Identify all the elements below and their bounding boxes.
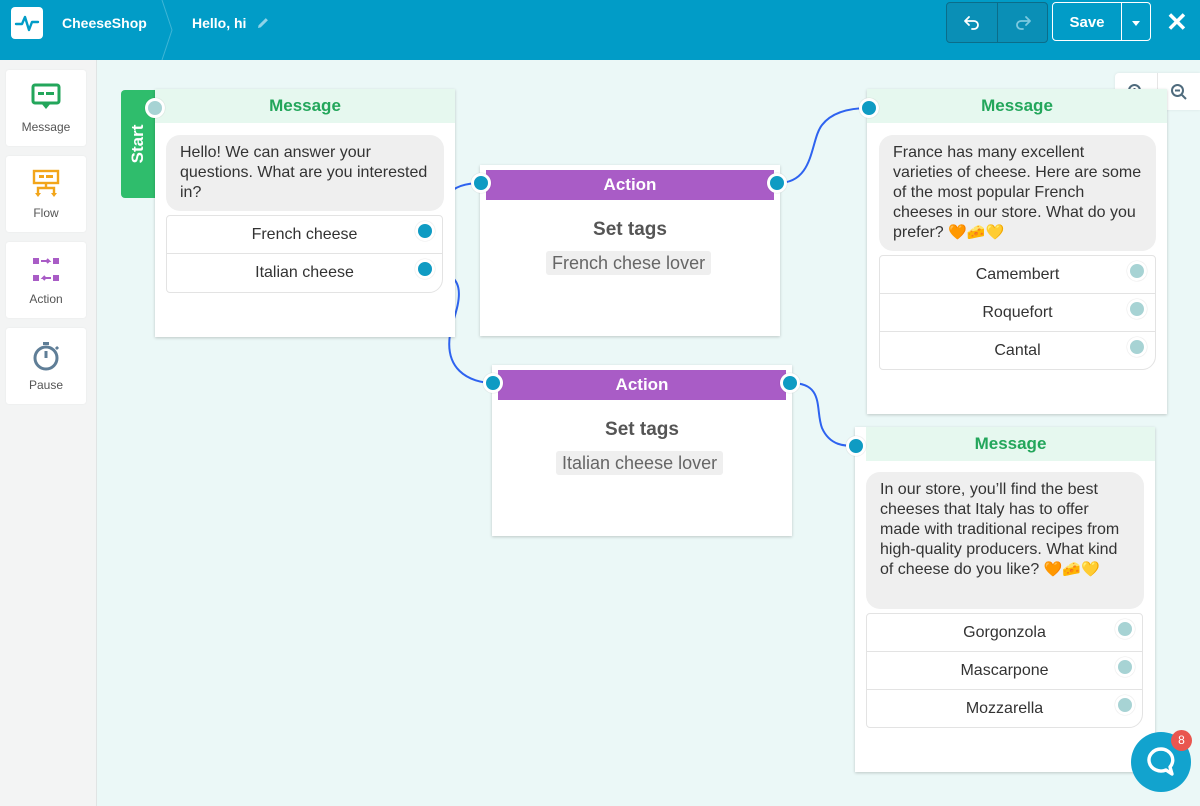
app-name[interactable]: CheeseShop (62, 15, 147, 31)
history-button-group (946, 2, 1048, 43)
node-title: Message (867, 89, 1167, 123)
start-label: Start (128, 124, 147, 164)
toolbox-action[interactable]: Action (6, 242, 86, 318)
reply-output-port[interactable] (1115, 657, 1135, 677)
reply-output-port[interactable] (1127, 299, 1147, 319)
save-options-dropdown[interactable] (1121, 2, 1151, 41)
toolbox-message[interactable]: Message (6, 70, 86, 146)
tag-chip[interactable]: French chese lover (546, 251, 712, 275)
redo-button[interactable] (998, 3, 1047, 42)
message-node-france[interactable]: Message France has many excellent variet… (867, 89, 1167, 414)
reply-output-port[interactable] (1127, 337, 1147, 357)
connection-action-french-to-france (777, 107, 870, 184)
message-text: France has many excellent varieties of c… (893, 144, 1142, 241)
toolbox-flow-label: Flow (33, 206, 59, 220)
reply-output-port[interactable] (1115, 695, 1135, 715)
toolbox-pause-label: Pause (28, 378, 64, 392)
node-title: Action (498, 370, 786, 400)
emoji-reactions: 🧡🧀💛 (1043, 561, 1100, 578)
node-input-port[interactable] (483, 373, 503, 393)
reply-button-cantal[interactable]: Cantal (994, 342, 1041, 359)
action-icon (33, 258, 59, 281)
emoji-reactions: 🧡🧀💛 (948, 224, 1005, 241)
message-text: In our store, you’ll find the best chees… (880, 481, 1120, 578)
quick-replies: Gorgonzola Mascarpone Mozzarella (866, 613, 1143, 728)
reply-button-roquefort[interactable]: Roquefort (880, 294, 1155, 332)
reply-button-mozzarella[interactable]: Mozzarella (965, 700, 1044, 717)
reply-button-mascarpone[interactable]: Mascarpone (867, 652, 1142, 690)
undo-button[interactable] (947, 3, 998, 42)
redo-icon (1016, 16, 1031, 30)
reply-button-gorgonzola[interactable]: Gorgonzola (867, 614, 1142, 652)
reply-output-port[interactable] (1115, 619, 1135, 639)
action-node-italian[interactable]: Action Set tags Italian cheese lover (492, 365, 792, 536)
quick-replies: Camembert Roquefort Cantal (879, 255, 1156, 370)
chat-widget-button[interactable] (1131, 732, 1191, 792)
tag-chip[interactable]: Italian cheese lover (556, 451, 724, 475)
node-title: Message (866, 427, 1155, 461)
action-heading: Set tags (593, 219, 667, 240)
stopwatch-icon (33, 342, 60, 371)
node-output-port[interactable] (767, 173, 787, 193)
undo-icon (964, 16, 979, 30)
toolbox-flow[interactable]: Flow (6, 156, 86, 232)
unread-badge: 8 (1171, 730, 1192, 751)
zoom-out-icon (1171, 84, 1187, 100)
node-input-port[interactable] (846, 436, 866, 456)
action-node-french[interactable]: Action Set tags French chese lover (480, 165, 780, 336)
message-node-italy[interactable]: Message In our store, you’ll find the be… (855, 427, 1155, 772)
reply-output-port[interactable] (415, 221, 435, 241)
close-icon[interactable]: ✕ (1166, 7, 1188, 37)
action-heading: Set tags (605, 419, 679, 440)
reply-button-camembert[interactable]: Camembert (880, 256, 1155, 294)
node-title: Action (486, 170, 774, 200)
flow-icon (32, 169, 60, 197)
node-toolbox-sidebar: Message Flow Action Pause (0, 60, 97, 806)
toolbox-message-label: Message (21, 120, 71, 134)
toolbox-pause[interactable]: Pause (6, 328, 86, 404)
zoom-out-button[interactable] (1158, 73, 1200, 110)
message-bubble[interactable]: Hello! We can answer your questions. Wha… (166, 135, 444, 211)
app-logo-icon[interactable] (11, 7, 43, 39)
reply-output-port[interactable] (415, 259, 435, 279)
message-bubble[interactable]: France has many excellent varieties of c… (879, 135, 1156, 251)
top-bar: CheeseShop Hello, hi Save ✕ (0, 0, 1200, 60)
quick-replies: French cheese Italian cheese (166, 215, 443, 293)
node-output-port[interactable] (780, 373, 800, 393)
node-title: Message (155, 89, 455, 123)
message-bubble[interactable]: In our store, you’ll find the best chees… (866, 472, 1144, 609)
flow-name[interactable]: Hello, hi (192, 15, 247, 31)
node-input-port[interactable] (145, 98, 165, 118)
node-input-port[interactable] (859, 98, 879, 118)
connection-action-italian-to-italy (790, 382, 857, 447)
reply-button-french-cheese[interactable]: French cheese (167, 216, 442, 254)
node-input-port[interactable] (471, 173, 491, 193)
message-node-welcome[interactable]: Message Hello! We can answer your questi… (155, 89, 455, 337)
message-icon (31, 83, 61, 109)
breadcrumb-separator-icon (161, 0, 173, 60)
toolbox-action-label: Action (29, 292, 63, 306)
reply-output-port[interactable] (1127, 261, 1147, 281)
reply-button-italian-cheese[interactable]: Italian cheese (255, 264, 354, 281)
edit-pencil-icon[interactable] (255, 15, 271, 31)
chat-bubble-icon (1147, 747, 1175, 776)
